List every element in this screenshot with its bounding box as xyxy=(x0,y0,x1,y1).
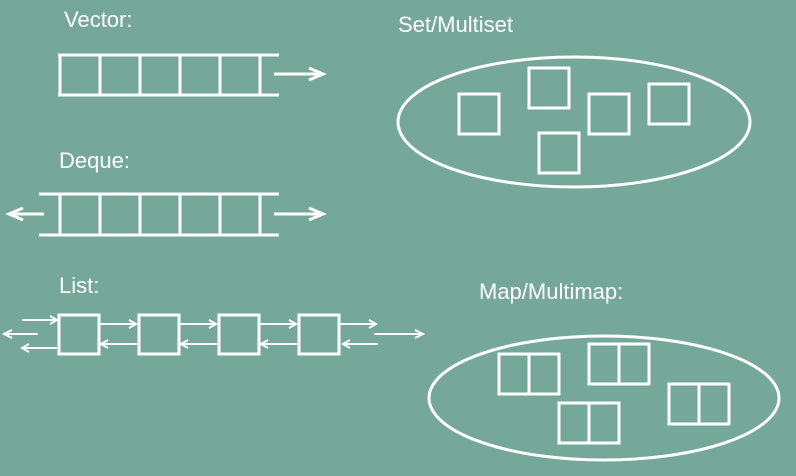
set-element xyxy=(647,82,691,126)
map-multimap-label: Map/Multimap: xyxy=(479,279,624,304)
map-pair xyxy=(497,352,561,396)
list-node xyxy=(57,313,101,356)
list-node xyxy=(297,313,341,356)
map-multimap-diagram xyxy=(427,334,781,462)
set-element xyxy=(587,92,631,136)
list-node xyxy=(217,313,261,356)
vector-diagram xyxy=(58,53,327,97)
deque-back-arrow xyxy=(274,206,327,222)
deque-diagram xyxy=(5,192,327,237)
map-pair xyxy=(587,342,651,386)
list-label: List: xyxy=(59,273,100,298)
map-pair xyxy=(557,401,621,445)
map-container-ellipse xyxy=(427,334,781,462)
set-element xyxy=(457,92,501,136)
set-multiset-diagram xyxy=(396,55,752,189)
list-links xyxy=(1,315,426,353)
deque-front-arrow xyxy=(5,206,44,222)
set-element xyxy=(537,131,581,175)
deque-label: Deque: xyxy=(59,148,130,173)
set-container-ellipse xyxy=(396,55,752,189)
vector-label: Vector: xyxy=(64,7,133,32)
list-diagram xyxy=(1,313,426,356)
set-element xyxy=(527,66,571,110)
vector-growth-arrow xyxy=(274,66,327,82)
list-node xyxy=(137,313,181,356)
map-pair xyxy=(667,382,731,426)
set-multiset-label: Set/Multiset xyxy=(398,12,513,37)
